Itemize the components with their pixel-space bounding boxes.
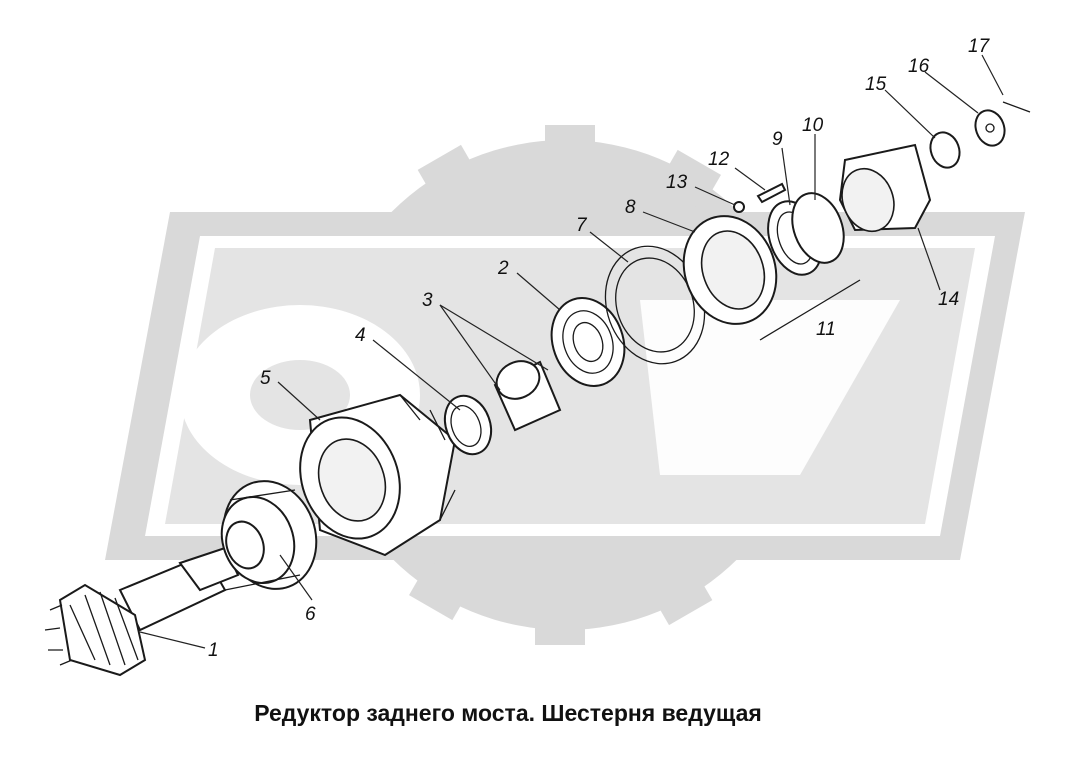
callout-7: 7 bbox=[576, 215, 588, 236]
leader-lines bbox=[139, 54, 1004, 649]
part-10-seal bbox=[791, 192, 845, 264]
callout-13: 13 bbox=[666, 172, 688, 193]
callout-12: 12 bbox=[708, 149, 730, 170]
part-3-spacer-sleeve bbox=[493, 360, 562, 432]
part-13-washer bbox=[733, 201, 745, 213]
part-17-cotter-pin bbox=[1002, 101, 1031, 113]
callout-3: 3 bbox=[422, 290, 433, 311]
callout-17: 17 bbox=[968, 36, 991, 57]
diagram-caption: Редуктор заднего моста. Шестерня ведущая bbox=[254, 700, 762, 726]
part-5-housing bbox=[299, 393, 457, 557]
callout-15: 15 bbox=[865, 74, 887, 95]
callout-16: 16 bbox=[908, 56, 930, 77]
part-11-mark bbox=[759, 279, 861, 341]
callout-labels: 1 2 3 4 5 6 7 8 9 10 11 12 13 14 15 16 1… bbox=[208, 36, 991, 661]
callout-1: 1 bbox=[208, 640, 219, 661]
callout-6: 6 bbox=[305, 604, 316, 625]
part-12-bolt bbox=[756, 182, 787, 204]
callout-5: 5 bbox=[260, 368, 271, 389]
callout-9: 9 bbox=[772, 129, 783, 150]
callout-14: 14 bbox=[938, 289, 959, 310]
part-6-tapered-bearing bbox=[220, 480, 318, 591]
part-16-washer bbox=[974, 109, 1006, 147]
callout-8: 8 bbox=[625, 197, 636, 218]
part-4-ring bbox=[443, 394, 493, 456]
part-8-cover bbox=[682, 215, 778, 325]
part-15-nut bbox=[929, 131, 961, 169]
part-14-flange bbox=[838, 143, 932, 233]
callout-2: 2 bbox=[497, 258, 509, 279]
callout-11: 11 bbox=[816, 319, 836, 340]
callout-10: 10 bbox=[802, 115, 824, 136]
callout-4: 4 bbox=[355, 325, 366, 346]
part-2-bearing bbox=[550, 297, 626, 387]
